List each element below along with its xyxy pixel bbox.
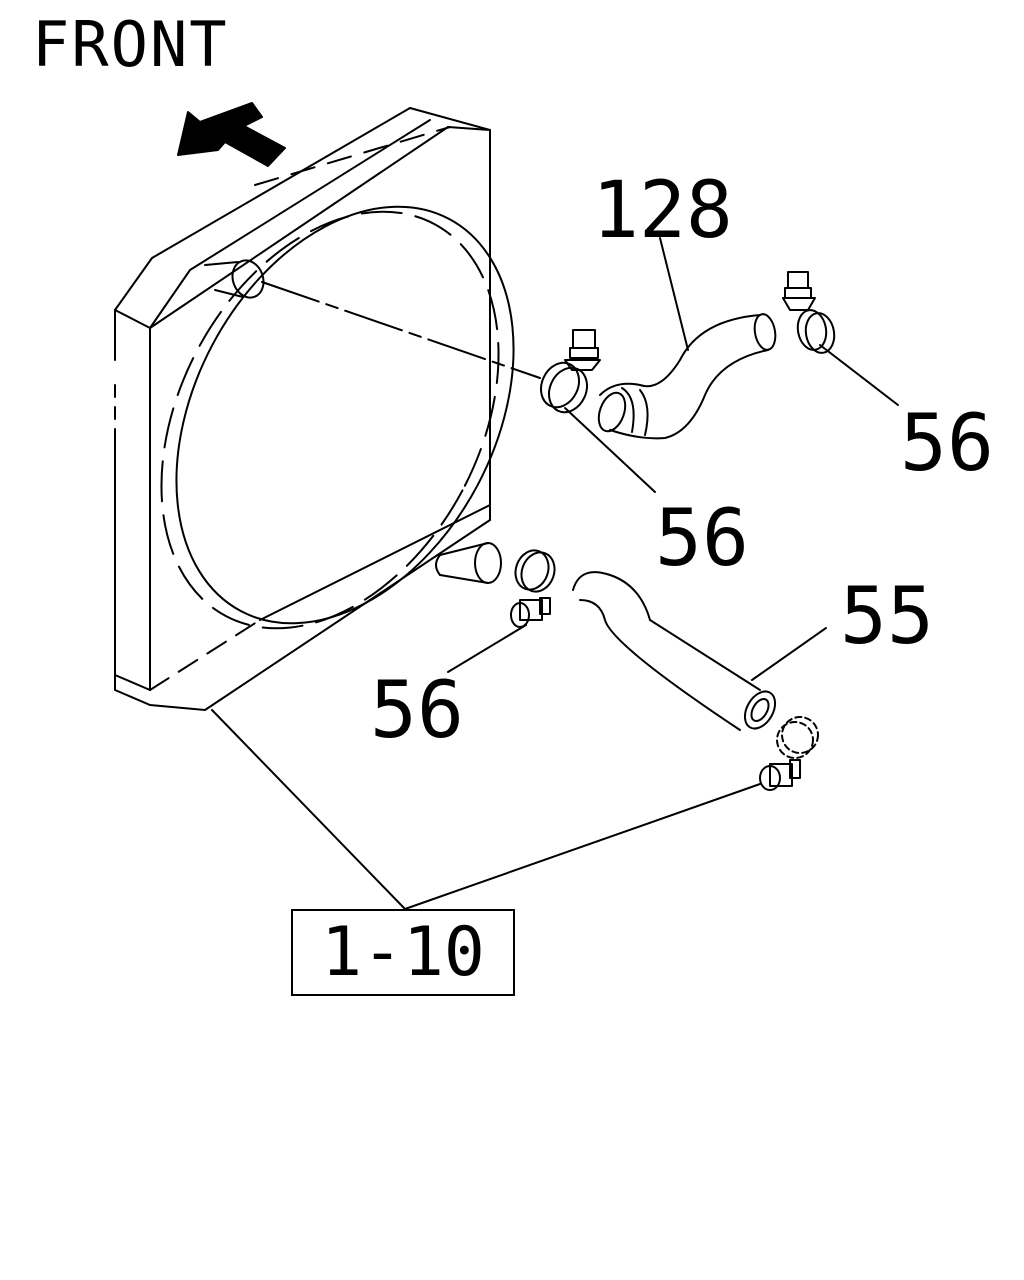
reference-box[interactable]: 1-10 xyxy=(291,909,515,996)
hose-clamp-icon xyxy=(540,329,601,414)
leader-lines xyxy=(211,237,899,910)
hose-clamp-icon xyxy=(782,271,836,354)
hose-clamp-icon xyxy=(510,549,556,628)
front-direction-label: FRONT xyxy=(32,8,229,81)
radiator-upper-outlet xyxy=(204,259,265,299)
hose-clamp-icon xyxy=(759,716,819,791)
callout-clamp-upper-left: 56 xyxy=(655,494,749,584)
hose-55 xyxy=(572,571,777,731)
callout-hose-55: 55 xyxy=(840,572,934,662)
front-arrow-icon xyxy=(177,102,286,167)
callout-clamp-upper-right: 56 xyxy=(900,399,994,489)
callout-clamp-lower-left: 56 xyxy=(370,666,464,756)
reference-box-label: 1-10 xyxy=(321,913,485,992)
upper-centerline xyxy=(261,281,541,379)
radiator-lower-inlet xyxy=(435,542,502,584)
callout-hose-128: 128 xyxy=(592,166,733,256)
fan-opening xyxy=(160,205,515,630)
radiator-shroud xyxy=(114,107,491,711)
hose-128 xyxy=(597,313,777,440)
